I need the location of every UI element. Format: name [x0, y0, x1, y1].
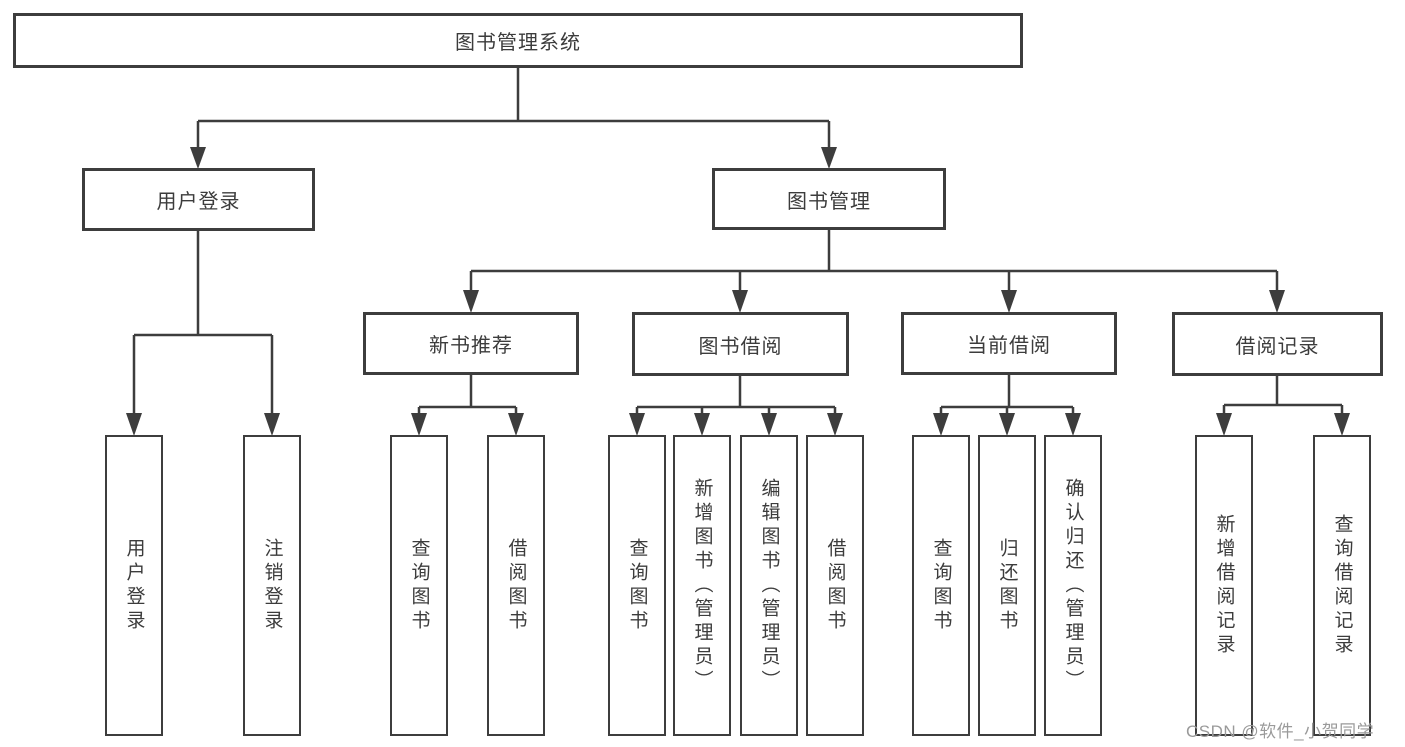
- leaf-borrow-books-borrowing: 借阅图书: [806, 435, 864, 736]
- leaf-logout: 注销登录: [243, 435, 301, 736]
- node-book-borrowing: 图书借阅: [632, 312, 849, 376]
- node-borrow-records: 借阅记录: [1172, 312, 1383, 376]
- leaf-edit-book-admin: 编辑图书（管理员）: [740, 435, 798, 736]
- leaf-return-books: 归还图书: [978, 435, 1036, 736]
- leaf-user-login: 用户登录: [105, 435, 163, 736]
- leaf-query-books-current: 查询图书: [912, 435, 970, 736]
- leaf-query-books-borrowing: 查询图书: [608, 435, 666, 736]
- node-book-management: 图书管理: [712, 168, 946, 230]
- node-current-borrowing: 当前借阅: [901, 312, 1117, 375]
- leaf-query-books-recommend: 查询图书: [390, 435, 448, 736]
- csdn-watermark: CSDN @软件_小贺同学: [1186, 722, 1375, 741]
- node-user-login: 用户登录: [82, 168, 315, 231]
- leaf-borrow-books-recommend: 借阅图书: [487, 435, 545, 736]
- leaf-add-borrow-record: 新增借阅记录: [1195, 435, 1253, 736]
- leaf-query-borrow-record: 查询借阅记录: [1313, 435, 1371, 736]
- leaf-confirm-return-admin: 确认归还（管理员）: [1044, 435, 1102, 736]
- node-new-book-recommend: 新书推荐: [363, 312, 579, 375]
- node-root: 图书管理系统: [13, 13, 1023, 68]
- leaf-add-book-admin: 新增图书（管理员）: [673, 435, 731, 736]
